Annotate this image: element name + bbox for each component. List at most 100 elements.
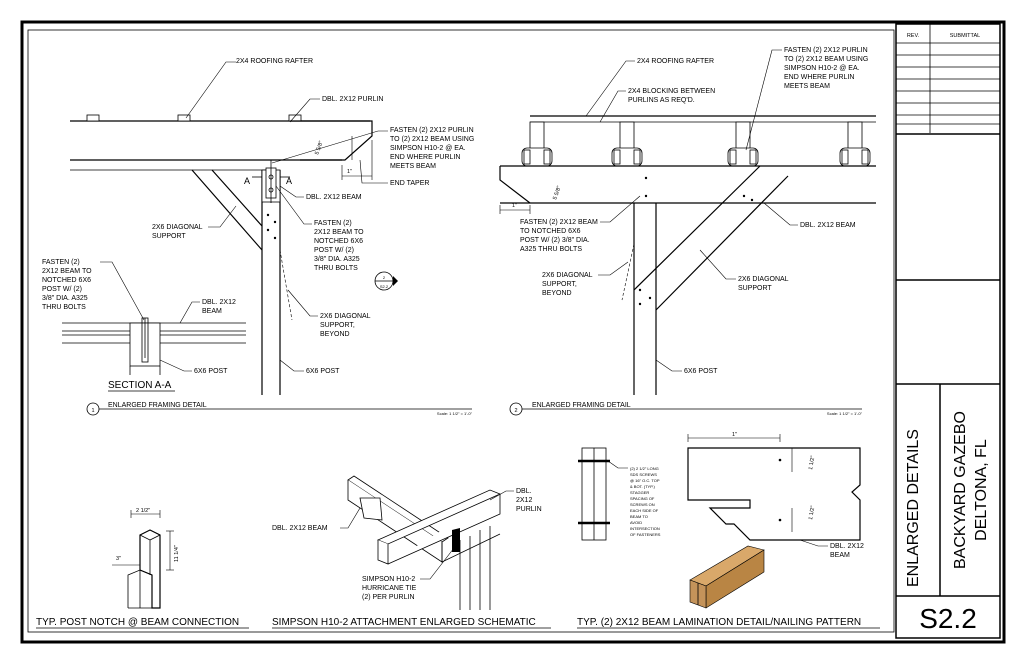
svg-text:A325 THRU BOLTS: A325 THRU BOLTS [520, 246, 582, 253]
dim-2-5: 2 1/2" [136, 508, 150, 514]
svg-text:S2.2: S2.2 [380, 284, 389, 289]
rev-header: REV. [907, 33, 920, 39]
svg-text:TO (2) 2X12 BEAM USING: TO (2) 2X12 BEAM USING [784, 56, 868, 63]
dim-1-5-a: 1 1/2" [808, 455, 816, 470]
svg-text:DBL.: DBL. [516, 488, 532, 495]
revision-rows [896, 42, 1000, 125]
svg-text:SUPPORT: SUPPORT [152, 233, 186, 240]
svg-text:SIMPSON H10-2 @ EA.: SIMPSON H10-2 @ EA. [784, 65, 860, 72]
sheet-border [20, 20, 1006, 644]
svg-text:2X6 DIAGONAL: 2X6 DIAGONAL [542, 272, 593, 279]
dim-5-5-8-1: 5 5/8" [314, 140, 325, 155]
svg-text:3/8" DIA. A325: 3/8" DIA. A325 [314, 256, 360, 263]
svg-text:2: 2 [514, 408, 517, 414]
detail-1-label: 1 ENLARGED FRAMING DETAIL Scale: 1 1/2" … [86, 402, 473, 416]
svg-text:FASTEN (2) 2X12 BEAM: FASTEN (2) 2X12 BEAM [520, 219, 598, 226]
schem-tie-label: SIMPSON H10-2 HURRICANE TIE (2) PER PURL… [362, 576, 417, 601]
svg-text:Scale: 1 1/2" = 1'-0": Scale: 1 1/2" = 1'-0" [437, 411, 473, 416]
sheet-number: S2.2 [919, 603, 977, 634]
note-end-taper: END TAPER [390, 180, 429, 187]
bolt-dots-1 [266, 213, 277, 240]
sheet-title: ENLARGED DETAILS [905, 429, 922, 587]
svg-text:BEAM: BEAM [830, 552, 850, 559]
section-mark-left: A [244, 176, 250, 186]
svg-text:SCREWS ON: SCREWS ON [630, 502, 655, 507]
dim-11-25: 11 1/4" [174, 545, 180, 562]
svg-text:@ 16" O.C. TOP: @ 16" O.C. TOP [630, 478, 660, 483]
svg-text:END WHERE PURLIN: END WHERE PURLIN [390, 154, 460, 161]
svg-text:TO (2) 2X12 BEAM USING: TO (2) 2X12 BEAM USING [390, 136, 474, 143]
svg-text:PURLINS AS REQ'D.: PURLINS AS REQ'D. [628, 97, 695, 104]
svg-text:SPACING OF: SPACING OF [630, 496, 655, 501]
note-diag-support-2: 2X6 DIAGONAL SUPPORT [738, 276, 789, 292]
note-diag-support-1: 2X6 DIAGONAL SUPPORT [152, 224, 203, 240]
svg-text:SIMPSON H10-2: SIMPSON H10-2 [362, 576, 415, 583]
note-dbl-beam-1: DBL. 2X12 BEAM [306, 194, 362, 201]
note-dbl-beam-2: DBL. 2X12 BEAM [800, 222, 856, 229]
note-sec-beam: DBL. 2X12 BEAM [202, 299, 236, 315]
svg-text:MEETS BEAM: MEETS BEAM [390, 163, 436, 170]
svg-text:FASTEN (2) 2X12 PURLIN: FASTEN (2) 2X12 PURLIN [390, 127, 474, 134]
svg-text:HURRICANE TIE: HURRICANE TIE [362, 585, 417, 592]
note-fasten-purlin-1: FASTEN (2) 2X12 PURLIN TO (2) 2X12 BEAM … [390, 127, 474, 170]
svg-text:THRU BOLTS: THRU BOLTS [314, 265, 358, 272]
detail-2-enlarged-framing: 5 5/8" 1" 2X4 ROOFING RAFTER 2X4 BLOCKIN… [499, 47, 876, 416]
note-post-1: 6X6 POST [306, 368, 340, 375]
svg-text:1: 1 [91, 408, 94, 414]
svg-text:& BOT. (TYP.): & BOT. (TYP.) [630, 484, 655, 489]
detail-1-enlarged-framing: A A 5 5/8" 1" 2X4 ROOFING RAFTER DBL. 2X… [42, 58, 474, 416]
svg-text:FASTEN (2) 2X12 PURLIN: FASTEN (2) 2X12 PURLIN [784, 47, 868, 54]
svg-text:2X6 DIAGONAL: 2X6 DIAGONAL [738, 276, 789, 283]
svg-text:POST W/ (2) 3/8" DIA.: POST W/ (2) 3/8" DIA. [520, 237, 590, 244]
svg-text:END WHERE PURLIN: END WHERE PURLIN [784, 74, 854, 81]
note-blocking-2: 2X4 BLOCKING BETWEEN PURLINS AS REQ'D. [628, 88, 715, 104]
dim-1-b: 1" [512, 203, 517, 209]
svg-text:INTERSECTION: INTERSECTION [630, 526, 660, 531]
dim-1-c: 1" [732, 432, 737, 438]
svg-text:POST W/ (2): POST W/ (2) [314, 247, 354, 254]
detail-3-post-notch: 2 1/2" 11 1/4" 3" TYP. POST NOTCH @ BEAM… [36, 508, 249, 629]
svg-text:2X6 DIAGONAL: 2X6 DIAGONAL [320, 313, 371, 320]
svg-text:FASTEN (2): FASTEN (2) [42, 259, 80, 266]
schem-beam-label: DBL. 2X12 BEAM [272, 525, 328, 532]
svg-text:2X12 BEAM TO: 2X12 BEAM TO [314, 229, 364, 236]
detail-5-lamination: (2) 2 1/2" LONG SDS SCREWS @ 16" O.C. TO… [577, 432, 880, 629]
svg-text:2: 2 [383, 275, 386, 280]
schem-purlin-label: DBL. 2X12 PURLIN [516, 488, 542, 513]
note-sec-post: 6X6 POST [194, 368, 228, 375]
svg-text:2X4 BLOCKING BETWEEN: 2X4 BLOCKING BETWEEN [628, 88, 715, 95]
detail-4-simpson-schematic: DBL. 2X12 BEAM DBL. 2X12 PURLIN SIMPSON … [272, 475, 551, 629]
detail-5-title: TYP. (2) 2X12 BEAM LAMINATION DETAIL/NAI… [577, 617, 861, 628]
svg-text:SUPPORT,: SUPPORT, [542, 281, 577, 288]
section-label: SECTION A-A [108, 380, 172, 391]
project-name: BACKYARD GAZEBO [952, 411, 969, 569]
svg-text:FASTEN (2): FASTEN (2) [314, 220, 352, 227]
section-mark-right: A [286, 176, 292, 186]
note-rafter-1: 2X4 ROOFING RAFTER [236, 58, 313, 65]
svg-text:SIMPSON H10-2 @ EA.: SIMPSON H10-2 @ EA. [390, 145, 466, 152]
rafter-posts-2 [529, 121, 863, 163]
svg-text:BEAM: BEAM [202, 308, 222, 315]
svg-text:2X12 BEAM TO: 2X12 BEAM TO [42, 268, 92, 275]
dim-3: 3" [116, 556, 121, 562]
svg-text:3/8" DIA. A325: 3/8" DIA. A325 [42, 295, 88, 302]
purlin-sections-2 [521, 147, 871, 167]
detail-4-title: SIMPSON H10-2 ATTACHMENT ENLARGED SCHEMA… [272, 617, 536, 628]
note-purlin-1: DBL. 2X12 PURLIN [322, 96, 383, 103]
dim-1-a: 1" [347, 169, 352, 175]
svg-text:(2) 2 1/2" LONG: (2) 2 1/2" LONG [630, 466, 659, 471]
svg-text:DBL. 2X12: DBL. 2X12 [202, 299, 236, 306]
beam-label-5: DBL. 2X12 BEAM [830, 543, 864, 559]
title-block: REV. SUBMITTAL ENLARGED DETAILS BACKYARD… [895, 23, 1001, 639]
svg-text:NOTCHED 6X6: NOTCHED 6X6 [42, 277, 91, 284]
svg-text:2X6 DIAGONAL: 2X6 DIAGONAL [152, 224, 203, 231]
section-a-a: SECTION A-A FASTEN (2) 2X12 BEAM TO NOTC… [42, 259, 246, 392]
bolt-dots-2 [638, 176, 754, 306]
svg-text:(2) PER PURLIN: (2) PER PURLIN [362, 594, 415, 601]
note-fasten-beam-2: FASTEN (2) 2X12 BEAM TO NOTCHED 6X6 POST… [520, 219, 598, 253]
submittal-header: SUBMITTAL [950, 33, 980, 39]
svg-text:ENLARGED FRAMING DETAIL: ENLARGED FRAMING DETAIL [108, 402, 207, 409]
svg-text:SDS SCREWS: SDS SCREWS [630, 472, 657, 477]
svg-text:BEYOND: BEYOND [542, 290, 572, 297]
